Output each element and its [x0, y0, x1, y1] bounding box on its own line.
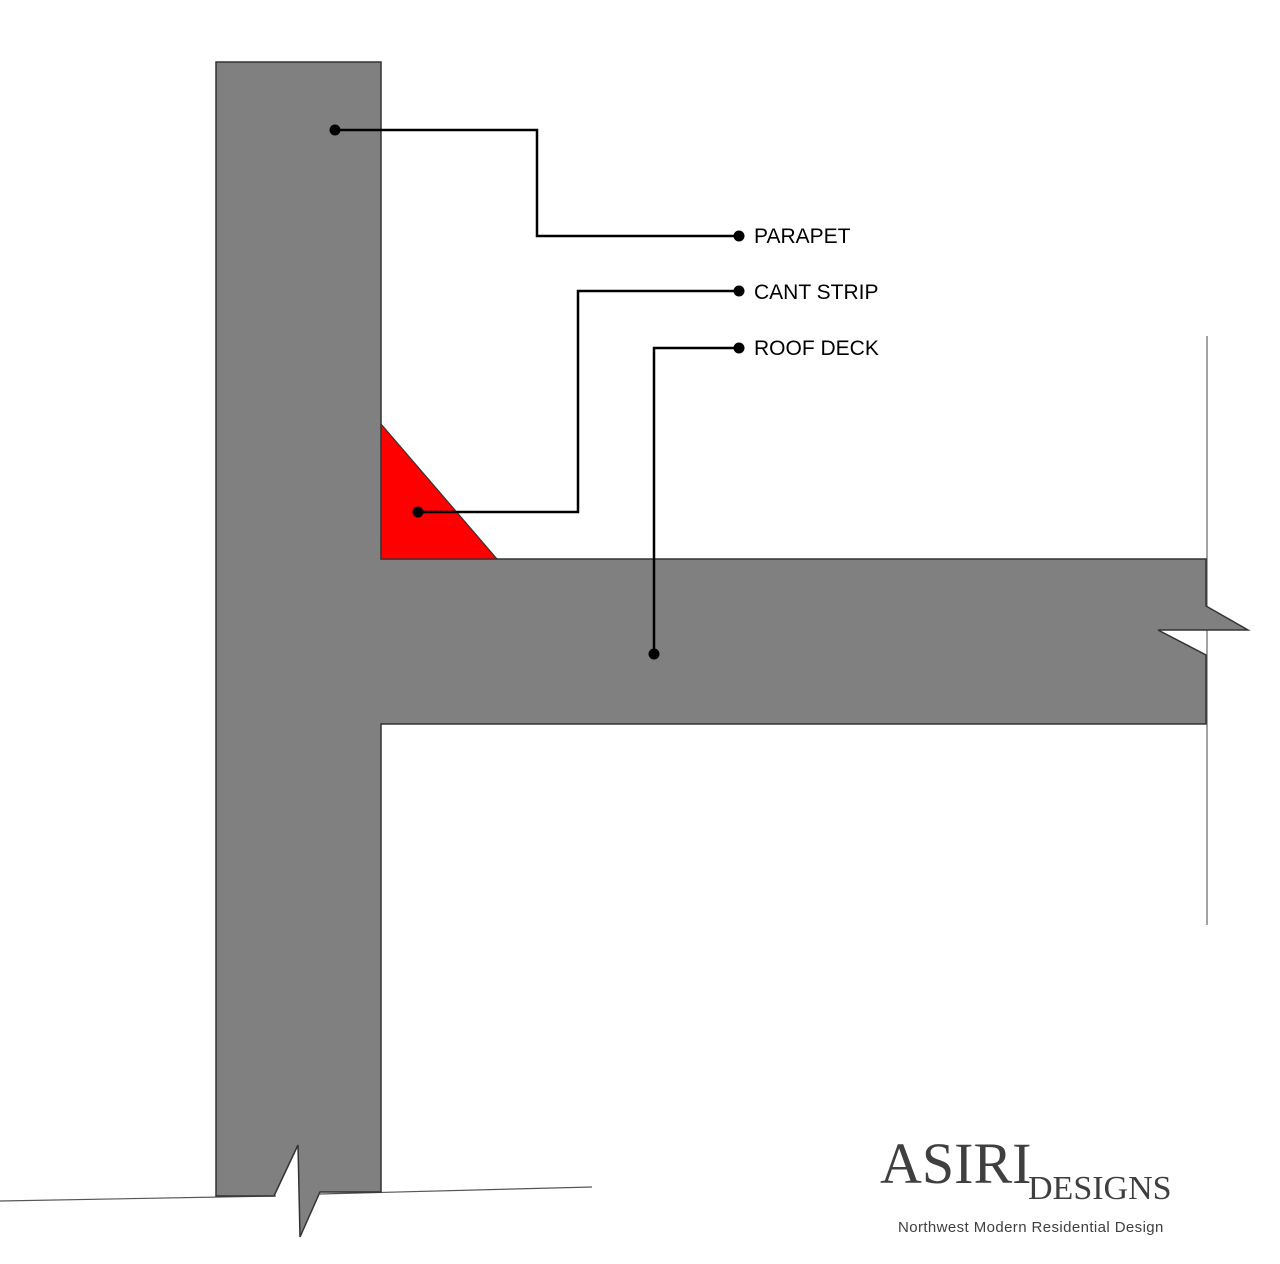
- cant-strip-label: CANT STRIP: [754, 281, 878, 304]
- brand-tagline: Northwest Modern Residential Design: [898, 1219, 1164, 1236]
- cant-strip-leader-line: [418, 289, 739, 514]
- concrete-parapet-and-roof-deck: [215, 61, 1251, 1238]
- cant-strip-label-dot: [733, 285, 745, 297]
- brand-name: ASIRI: [880, 1131, 1031, 1196]
- brand-sub: DESIGNS: [1028, 1170, 1172, 1207]
- ground-line-right: [319, 1186, 593, 1195]
- ground-line-left: [0, 1195, 277, 1202]
- roof-deck-leader-line: [652, 346, 739, 654]
- parapet-leader-line: [335, 128, 739, 238]
- roof-deck-label: ROOF DECK: [754, 337, 879, 360]
- cant-strip-triangle: [380, 422, 499, 560]
- parapet-leader-dot: [329, 124, 341, 136]
- brand-logo: ASIRI DESIGNS Northwest Modern Residenti…: [880, 1131, 1172, 1236]
- roof-deck-leader-dot: [648, 648, 660, 660]
- cant-strip-leader-dot: [412, 506, 424, 518]
- parapet-label: PARAPET: [754, 225, 851, 248]
- roof-deck-label-dot: [733, 342, 745, 354]
- parapet-label-dot: [733, 230, 745, 242]
